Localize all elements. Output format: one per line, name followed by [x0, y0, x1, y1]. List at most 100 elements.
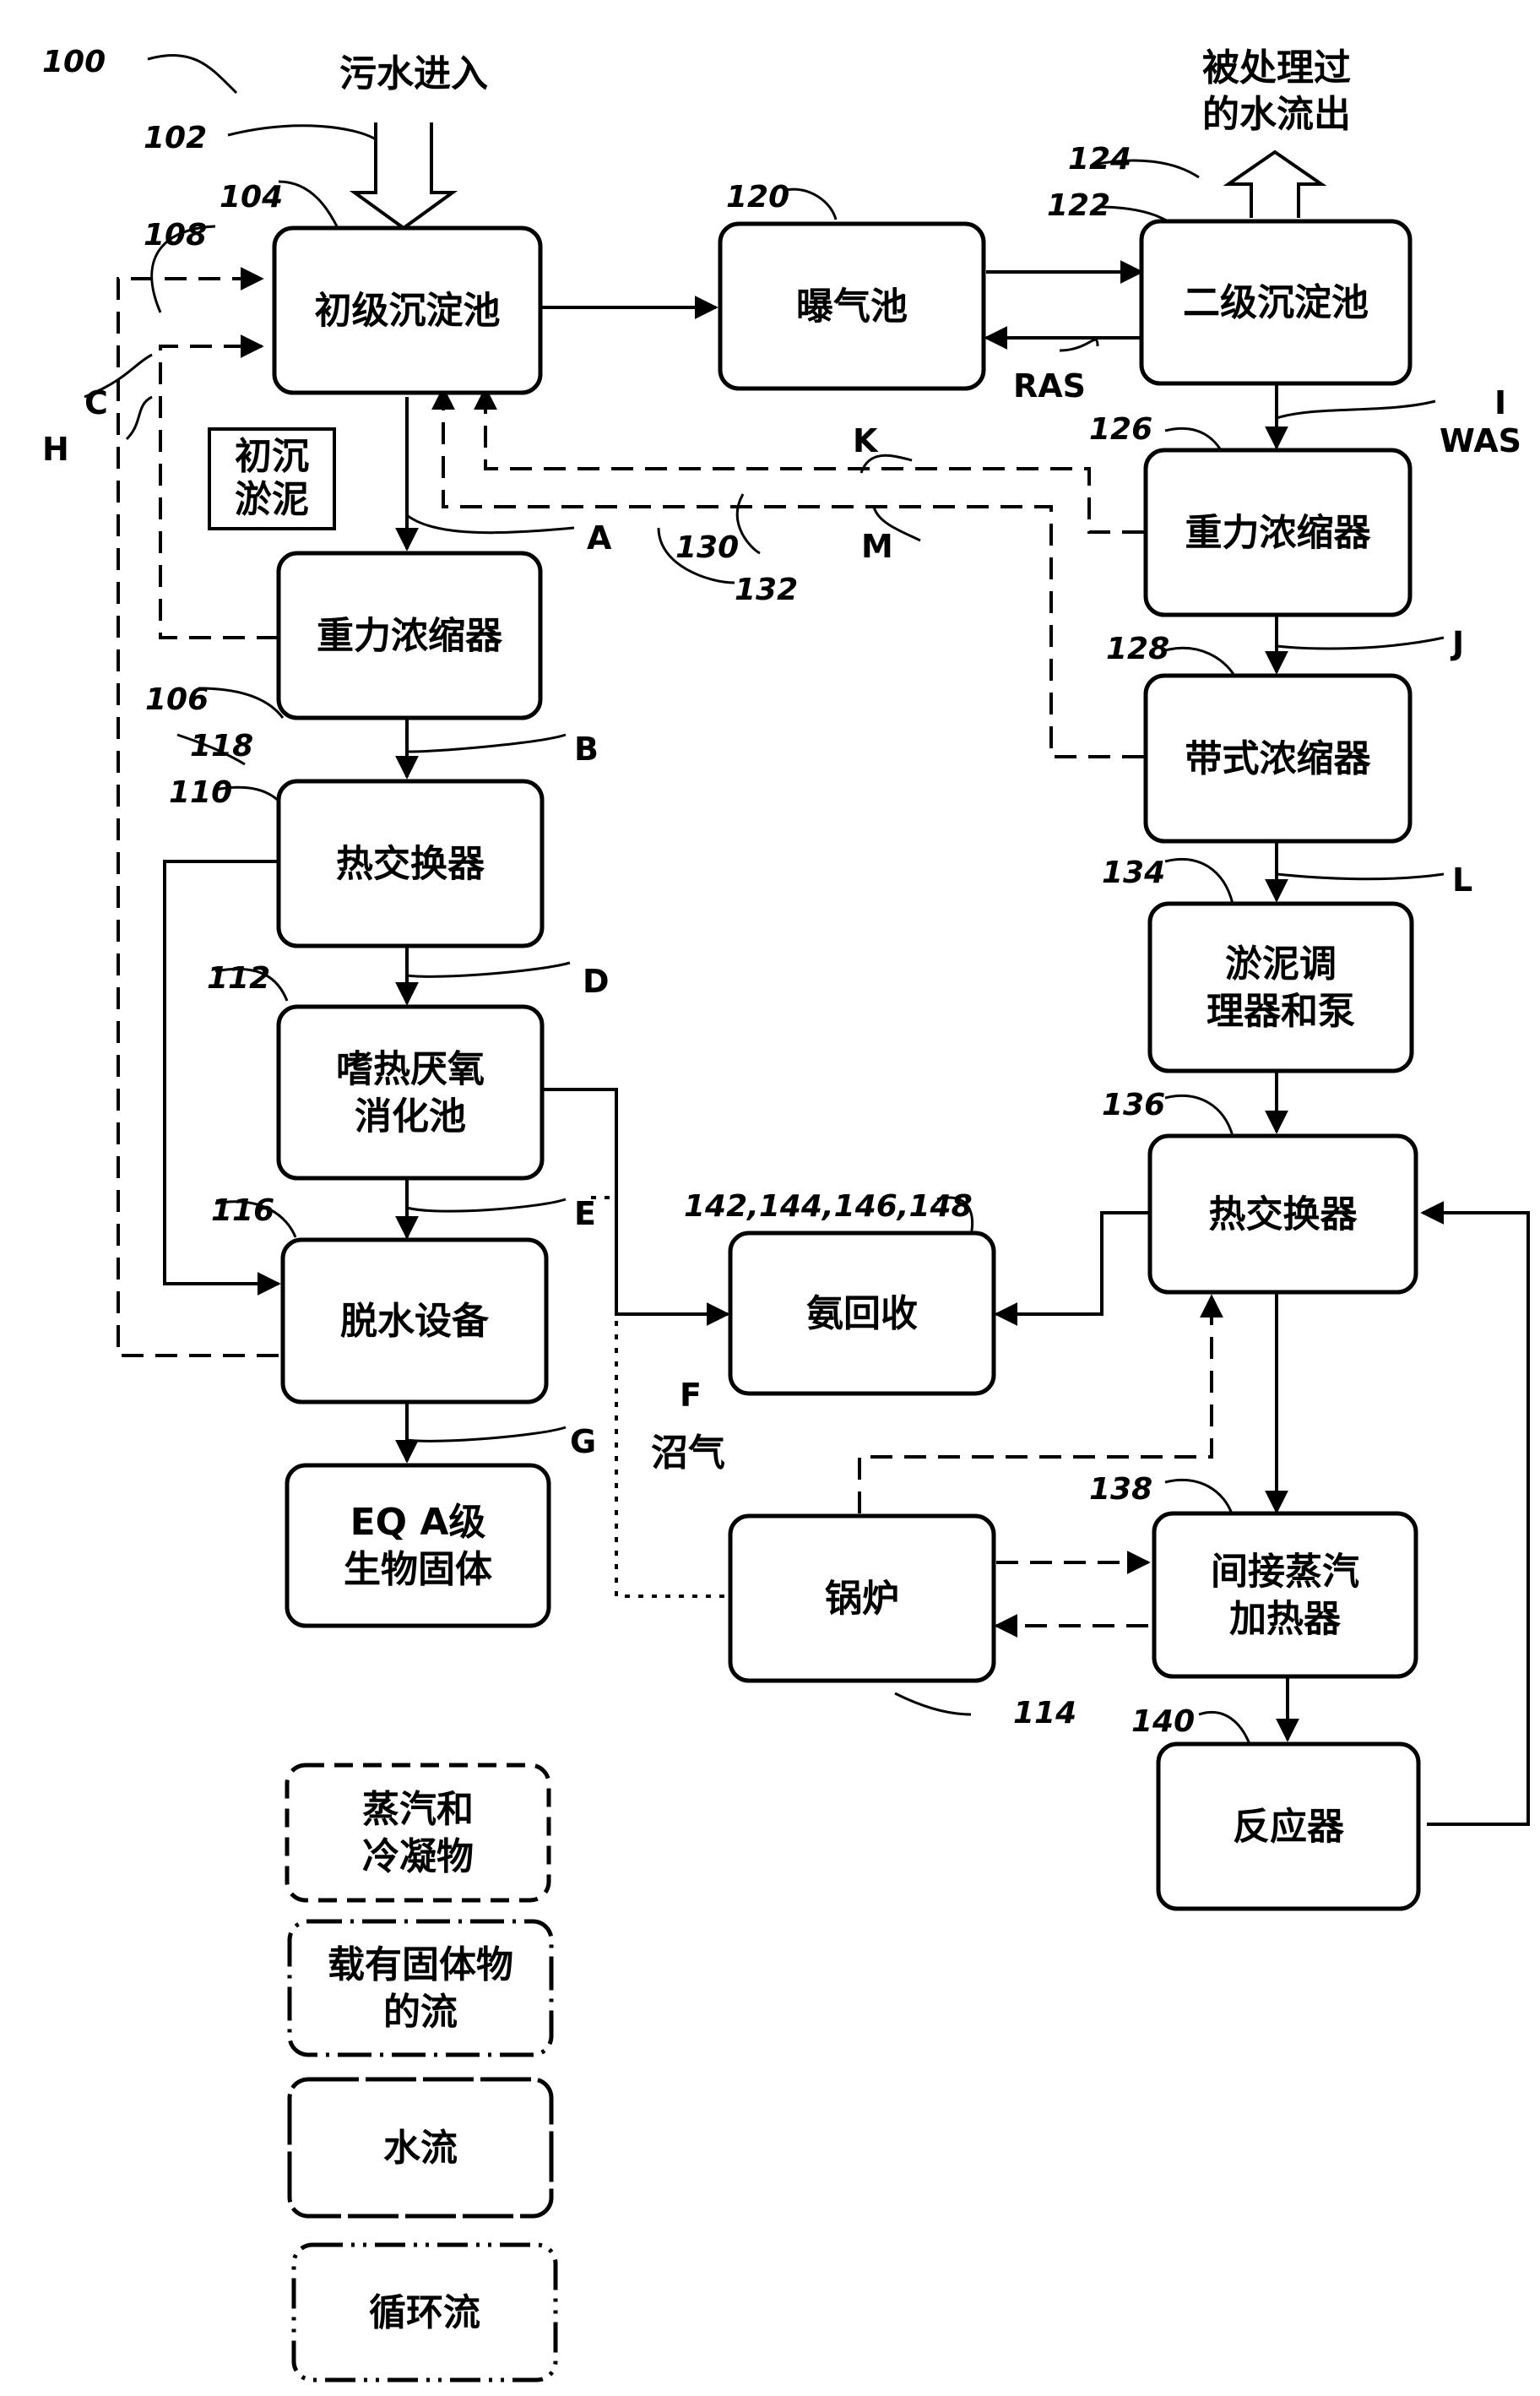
legend-water-frame — [287, 2077, 554, 2219]
aeration-basin-box-label-line1: 曝气池 — [796, 285, 908, 329]
outflow-arrow — [1223, 149, 1327, 218]
boiler-box-frame — [728, 1513, 996, 1683]
flow-label-e: E — [574, 1195, 596, 1232]
flow-hx-right-to-hx-left — [994, 1211, 1148, 1326]
flow-hx-to-ammonia — [996, 1211, 1148, 1316]
ref-124: 124 — [1068, 142, 1131, 177]
steam-heater-box-label-line2: 加热器 — [1229, 1598, 1342, 1641]
ref-130: 130 — [675, 530, 739, 565]
ref-118: 118 — [190, 729, 253, 763]
legend-water-label-line1: 水流 — [383, 2127, 458, 2170]
primary-clarifier-box-frame — [272, 225, 543, 395]
ref-122: 122 — [1047, 188, 1110, 223]
flow-label-l: L — [1452, 861, 1472, 899]
legend-solids-label-line1: 载有固体物 — [328, 1943, 513, 1986]
outflow-label: 被处理过 的水流出 — [1202, 46, 1351, 136]
ref-142-148: 142,144,146,148 — [684, 1189, 973, 1224]
ref-126: 126 — [1089, 412, 1152, 447]
legend-steam-label-line2: 冷凝物 — [362, 1835, 474, 1878]
outflow-text-line2: 的水流出 — [1202, 93, 1351, 136]
inflow-text: 污水进入 — [339, 52, 488, 95]
sludge-conditioner-box-label-line2: 理器和泵 — [1207, 990, 1355, 1033]
gravity-thickener-right-box-label-line1: 重力浓缩器 — [1185, 512, 1372, 555]
legend-water: 水流 — [287, 2077, 554, 2219]
gravity-thickener-left-box: 重力浓缩器 — [276, 551, 543, 720]
primary-sludge-text-line1: 初沉 — [235, 435, 309, 478]
legend-recycle-frame — [291, 2242, 558, 2382]
flow-label-g: G — [570, 1423, 596, 1460]
aeration-basin-box-frame — [718, 221, 986, 391]
belt-thickener-box-frame — [1143, 673, 1413, 844]
heat-exchanger-right-box-label-line1: 热交换器 — [1209, 1193, 1358, 1236]
ammonia-recovery-box-label-line1: 氨回收 — [806, 1292, 918, 1335]
flow-label-h: H — [42, 431, 69, 468]
flow-boiler-to-hx — [858, 1294, 1223, 1513]
primary-clarifier-box-label-line1: 初级沉淀池 — [315, 290, 501, 333]
reactor-box-frame — [1156, 1741, 1421, 1911]
flow-label-f: F — [680, 1377, 702, 1414]
flow-label-ras: RAS — [1013, 367, 1086, 405]
digester-box-label-line1: 嗜热厌氧 — [336, 1048, 485, 1091]
legend-steam-frame — [285, 1763, 551, 1903]
ref-140: 140 — [1131, 1704, 1195, 1739]
ref-104: 104 — [220, 180, 283, 215]
heat-exchanger-left-box: 热交换器 — [276, 779, 545, 948]
flow-label-m: M — [861, 528, 893, 565]
ref-114: 114 — [1013, 1696, 1076, 1730]
flow-reactor-to-hx — [1420, 1201, 1530, 1826]
flow-label-b: B — [574, 731, 599, 768]
primary-clarifier-box: 初级沉淀池 — [272, 225, 543, 395]
belt-thickener-box-label-line1: 带式浓缩器 — [1185, 737, 1372, 780]
inflow-label: 污水进入 — [339, 52, 488, 95]
heat-exchanger-right-box-frame — [1147, 1133, 1418, 1295]
flow-label-k: K — [853, 422, 879, 459]
digester-box-label-line2: 消化池 — [355, 1095, 466, 1138]
flow-hx-left-to-dewatering — [163, 860, 281, 1296]
flow-k — [474, 386, 1144, 534]
sludge-conditioner-box-frame — [1147, 901, 1414, 1073]
ref-100: 100 — [42, 45, 106, 79]
gravity-thickener-right-box: 重力浓缩器 — [1143, 448, 1413, 617]
flow-label-was: WAS — [1440, 422, 1521, 459]
flow-letters: A B C D E F G H I J K L M RAS WAS — [42, 367, 1521, 1460]
ref-102: 102 — [144, 121, 207, 155]
aeration-basin-box: 曝气池 — [718, 221, 986, 391]
ref-138: 138 — [1089, 1472, 1152, 1507]
dewatering-box-frame — [280, 1237, 549, 1404]
biosolids-box-label-line1: EQ A级 — [350, 1501, 486, 1544]
flow-biogas — [591, 1196, 728, 1598]
secondary-clarifier-box-frame — [1139, 219, 1413, 386]
legend-steam-label-line1: 蒸汽和 — [362, 1788, 474, 1831]
ref-128: 128 — [1106, 632, 1169, 666]
leader-lines — [84, 54, 1445, 1745]
ref-136: 136 — [1102, 1088, 1165, 1122]
heat-exchanger-right-box: 热交换器 — [1147, 1133, 1418, 1295]
legend-solids-frame — [287, 1919, 554, 2057]
biosolids-box-label-line2: 生物固体 — [344, 1548, 492, 1591]
sludge-conditioner-box-label-line1: 淤泥调 — [1225, 943, 1337, 986]
legend-recycle: 循环流 — [291, 2242, 558, 2382]
ammonia-recovery-box: 氨回收 — [728, 1231, 996, 1396]
flow-m — [431, 386, 1144, 758]
ref-112: 112 — [207, 961, 270, 996]
flow-label-c: C — [84, 384, 108, 421]
heat-exchanger-left-box-label-line1: 热交换器 — [336, 843, 485, 886]
primary-sludge-label: 初沉 淤泥 — [208, 427, 336, 530]
ammonia-recovery-box-frame — [728, 1231, 996, 1396]
ref-116: 116 — [211, 1193, 274, 1228]
reactor-box: 反应器 — [1156, 1741, 1421, 1911]
gravity-thickener-left-box-label-line1: 重力浓缩器 — [317, 615, 503, 658]
flow-c — [159, 334, 279, 639]
flow-h — [117, 267, 279, 1357]
legend-solids-label-line2: 的流 — [383, 1991, 458, 2034]
gravity-thickener-right-box-frame — [1143, 448, 1413, 617]
dewatering-box: 脱水设备 — [280, 1237, 549, 1404]
secondary-clarifier-box: 二级沉淀池 — [1139, 219, 1413, 386]
ref-120: 120 — [726, 180, 789, 215]
legend-recycle-label-line1: 循环流 — [369, 2291, 480, 2334]
